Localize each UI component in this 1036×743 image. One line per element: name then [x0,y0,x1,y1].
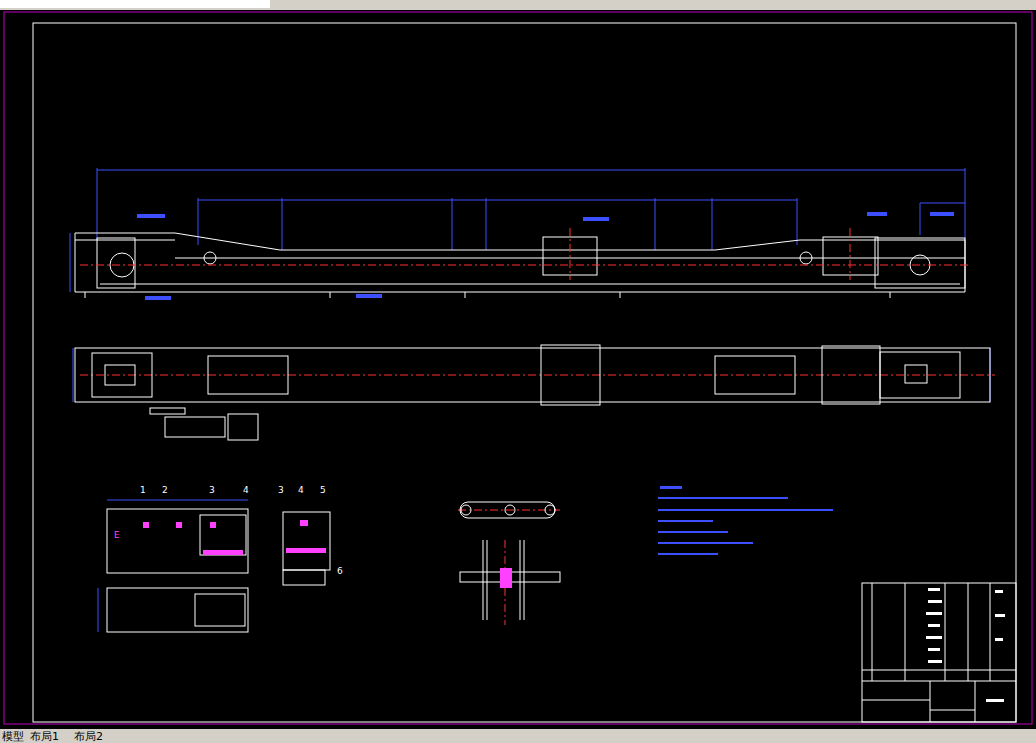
callout-number: 4 [298,486,304,495]
callout-tags [137,212,954,300]
dimensions [70,168,990,402]
callout-number: 3 [209,486,215,495]
layout-tab: 布局2 [74,731,103,742]
callout-number: 3 [278,486,284,495]
callout-number: 2 [162,486,168,495]
drawing-frame [4,12,1032,724]
center-lines [80,228,995,625]
chain-detail [460,502,560,620]
notes-text [658,486,833,555]
callout-number: 5 [320,486,326,495]
callout-number: 4 [243,486,249,495]
toolbar-field [0,0,270,8]
callout-number: 1 [140,486,146,495]
title-block-text [926,588,1005,702]
layout-tab: 模型 [2,731,24,742]
toolbar [0,0,1036,10]
plan-view [75,345,990,440]
tab-bar [0,729,1036,743]
section-fills [143,520,326,555]
callout-number: E [114,531,120,540]
section-views [98,500,330,632]
callout-number: 6 [337,567,343,576]
title-block [862,583,1016,722]
layout-tab: 布局1 [30,731,59,742]
